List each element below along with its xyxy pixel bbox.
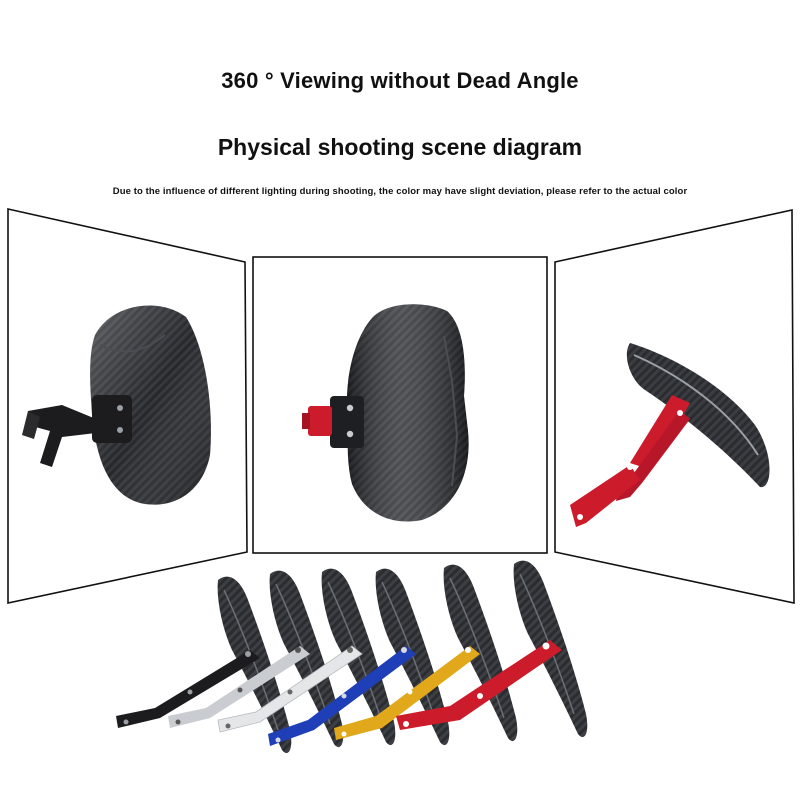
left-view-panel bbox=[7, 208, 248, 604]
center-view-panel bbox=[252, 256, 548, 554]
variant-gold bbox=[334, 563, 519, 742]
mudguard-angled-view bbox=[626, 343, 770, 488]
variant-red bbox=[396, 560, 589, 738]
mudguard-side-view bbox=[90, 305, 211, 505]
red-mount-bolt bbox=[302, 406, 332, 436]
right-view-panel bbox=[554, 209, 795, 604]
red-bracket bbox=[570, 395, 690, 527]
main-title: 360 ° Viewing without Dead Angle bbox=[221, 68, 579, 93]
black-bracket bbox=[22, 395, 132, 467]
variant-blue bbox=[268, 567, 451, 746]
variant-silver bbox=[168, 569, 345, 748]
variant-white bbox=[217, 567, 397, 746]
subtitle: Physical shooting scene diagram bbox=[217, 134, 583, 160]
variant-black bbox=[116, 575, 293, 754]
mount-plate bbox=[330, 396, 364, 448]
mudguard-front-view bbox=[347, 304, 469, 522]
color-variant-lineup bbox=[116, 560, 589, 754]
color-disclaimer: Due to the influence of different lighti… bbox=[112, 186, 688, 197]
